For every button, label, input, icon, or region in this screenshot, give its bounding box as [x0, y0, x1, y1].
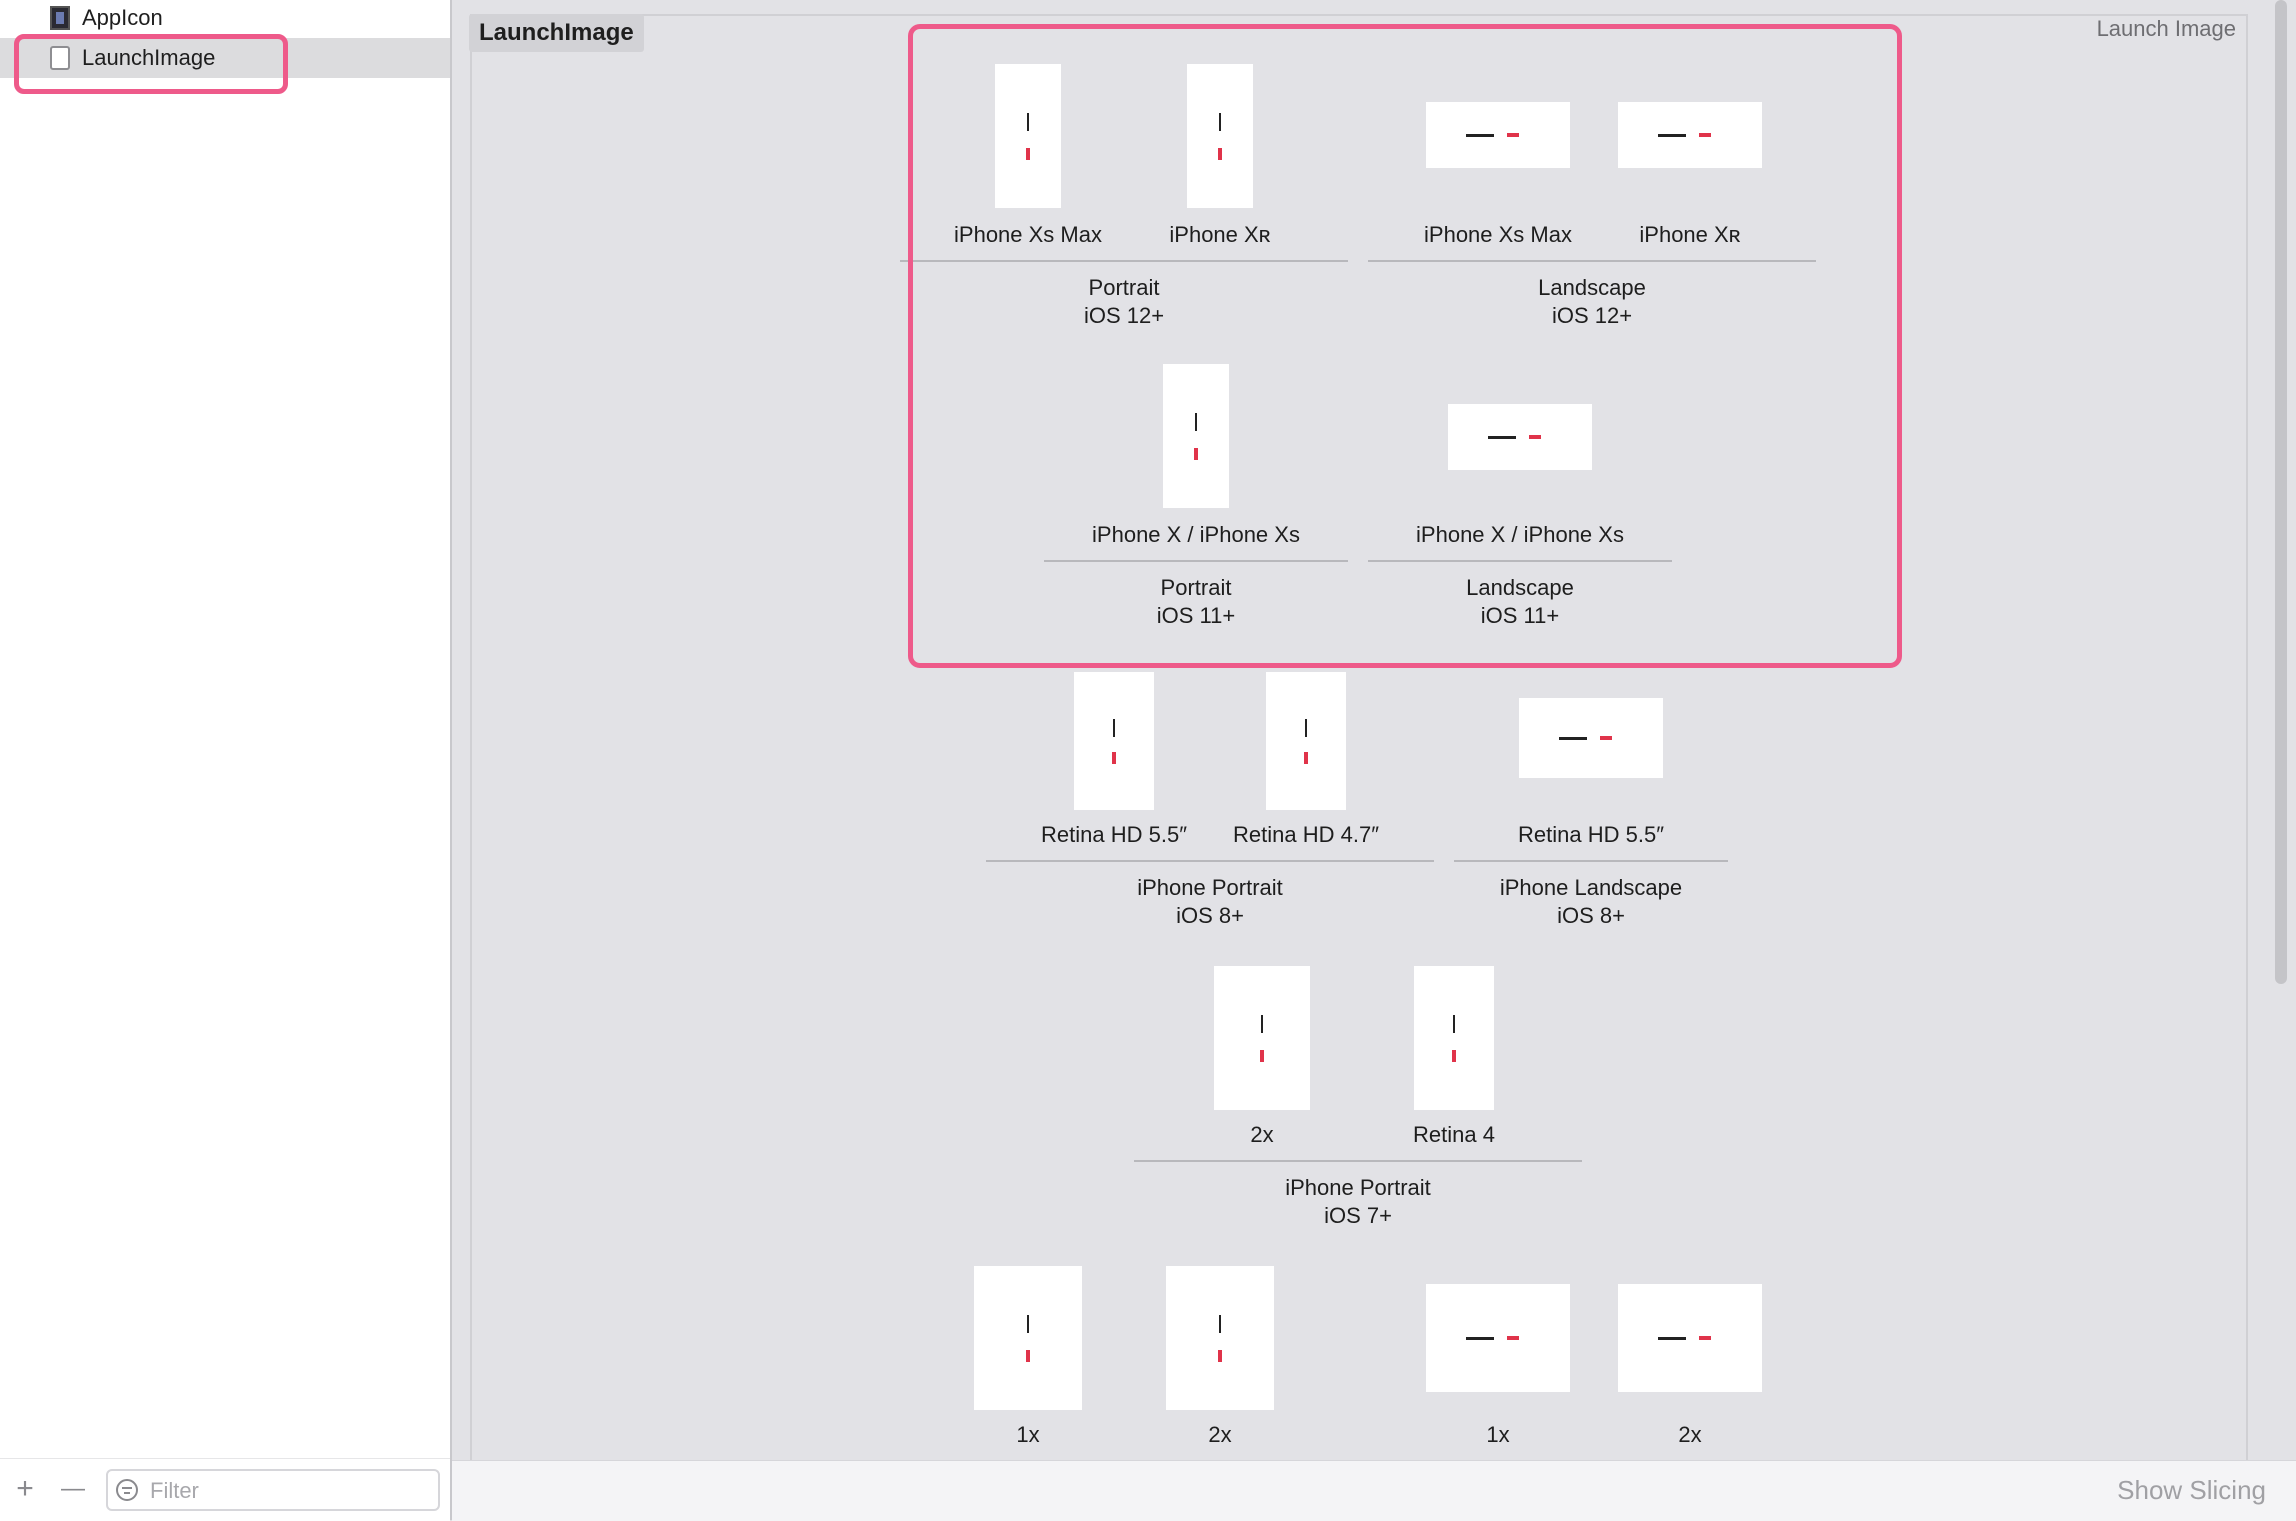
- slot-label: 1x: [1016, 1422, 1040, 1447]
- image-slot[interactable]: 1x: [1398, 1284, 1598, 1456]
- group-divider: [1044, 560, 1348, 562]
- launch-image-thumb[interactable]: [1618, 1284, 1762, 1392]
- slot-label: iPhone X / iPhone Xs: [1416, 522, 1624, 547]
- launch-image-thumb[interactable]: [1448, 404, 1592, 470]
- group-caption: iPhone Portrait iOS 7+: [1285, 1175, 1431, 1228]
- asset-sidebar: AppIcon LaunchImage + —: [0, 0, 452, 1521]
- launch-image-thumb[interactable]: [974, 1266, 1082, 1410]
- image-slot[interactable]: Retina 4: [1374, 966, 1534, 1156]
- asset-canvas: [470, 14, 2248, 1460]
- sidebar-footer: + —: [0, 1458, 450, 1521]
- image-slot[interactable]: iPhone Xʀ: [1590, 102, 1790, 254]
- group-caption: Portrait iOS 12+: [1083, 275, 1165, 328]
- slot-label: iPhone X / iPhone Xs: [1092, 522, 1300, 547]
- group-divider: [1134, 1160, 1582, 1162]
- launch-image-thumb[interactable]: [1618, 102, 1762, 168]
- appicon-icon: [50, 6, 70, 30]
- image-slot[interactable]: Retina HD 4.7″: [1226, 672, 1386, 856]
- group-divider: [900, 260, 1348, 262]
- asset-name-label: LaunchImage: [469, 14, 644, 52]
- vertical-scrollbar[interactable]: [2272, 0, 2290, 1458]
- launch-image-thumb[interactable]: [1166, 1266, 1274, 1410]
- image-slot[interactable]: iPhone X / iPhone Xs: [1046, 364, 1346, 554]
- launch-image-thumb[interactable]: [1426, 1284, 1570, 1392]
- slot-label: 2x: [1678, 1422, 1702, 1447]
- group-caption: Landscape iOS 12+: [1538, 275, 1646, 328]
- slot-label: 2x: [1250, 1122, 1274, 1147]
- image-slot[interactable]: iPhone Xs Max: [1398, 102, 1598, 254]
- launch-image-thumb[interactable]: [1266, 672, 1346, 810]
- launch-image-thumb[interactable]: [1214, 966, 1310, 1110]
- sidebar-item-appicon[interactable]: AppIcon: [0, 0, 450, 38]
- scroll-thumb[interactable]: [2275, 0, 2287, 984]
- slot-label: 1x: [1486, 1422, 1510, 1447]
- sidebar-item-label: LaunchImage: [82, 45, 216, 70]
- slot-label: Retina HD 4.7″: [1233, 822, 1379, 847]
- slot-label: iPhone Xʀ: [1639, 222, 1741, 247]
- group-caption: Landscape iOS 11+: [1466, 575, 1574, 628]
- launch-image-thumb[interactable]: [1187, 64, 1253, 208]
- asset-type-label: Launch Image: [2096, 16, 2236, 41]
- launch-image-thumb[interactable]: [1426, 102, 1570, 168]
- filter-input[interactable]: [148, 1473, 432, 1509]
- group-divider: [1454, 860, 1728, 862]
- image-slot[interactable]: iPhone Xs Max: [948, 64, 1108, 254]
- launch-image-thumb[interactable]: [1414, 966, 1494, 1110]
- slot-label: Retina 4: [1413, 1122, 1495, 1147]
- slot-label: iPhone Xs Max: [1424, 222, 1572, 247]
- slot-label: Retina HD 5.5″: [1518, 822, 1664, 847]
- image-slot[interactable]: iPhone Xʀ: [1140, 64, 1300, 254]
- group-divider: [1368, 560, 1672, 562]
- filter-icon: [116, 1479, 138, 1501]
- filter-field[interactable]: [106, 1469, 440, 1511]
- group-caption: iPhone Portrait iOS 8+: [1137, 875, 1283, 928]
- launch-image-icon: [50, 46, 70, 70]
- image-slot[interactable]: Retina HD 5.5″: [1454, 698, 1728, 856]
- slot-label: Retina HD 5.5″: [1041, 822, 1187, 847]
- image-slot[interactable]: Retina HD 5.5″: [1034, 672, 1194, 856]
- launch-image-thumb[interactable]: [995, 64, 1061, 208]
- image-slot[interactable]: iPhone X / iPhone Xs: [1370, 404, 1670, 554]
- image-slot[interactable]: 2x: [1182, 966, 1342, 1156]
- sidebar-item-label: AppIcon: [82, 5, 163, 30]
- image-slot[interactable]: 2x: [1590, 1284, 1790, 1456]
- launch-image-thumb[interactable]: [1074, 672, 1154, 810]
- slot-label: iPhone Xʀ: [1169, 222, 1271, 247]
- group-caption: iPhone Landscape iOS 8+: [1499, 875, 1683, 928]
- slot-label: 2x: [1208, 1422, 1232, 1447]
- image-slot[interactable]: 2x: [1140, 1266, 1300, 1456]
- group-caption: Portrait iOS 11+: [1156, 575, 1236, 628]
- group-divider: [986, 860, 1434, 862]
- launch-image-thumb[interactable]: [1519, 698, 1663, 778]
- slot-label: iPhone Xs Max: [954, 222, 1102, 247]
- canvas-bottom-bar: Show Slicing: [452, 1460, 2296, 1521]
- image-slot[interactable]: 1x: [948, 1266, 1108, 1456]
- group-divider: [1368, 260, 1816, 262]
- show-slicing-button[interactable]: Show Slicing: [2117, 1475, 2266, 1505]
- add-asset-button[interactable]: +: [16, 1472, 34, 1505]
- remove-asset-button[interactable]: —: [61, 1475, 85, 1502]
- launch-image-thumb[interactable]: [1163, 364, 1229, 508]
- sidebar-item-launchimage[interactable]: LaunchImage: [0, 38, 450, 78]
